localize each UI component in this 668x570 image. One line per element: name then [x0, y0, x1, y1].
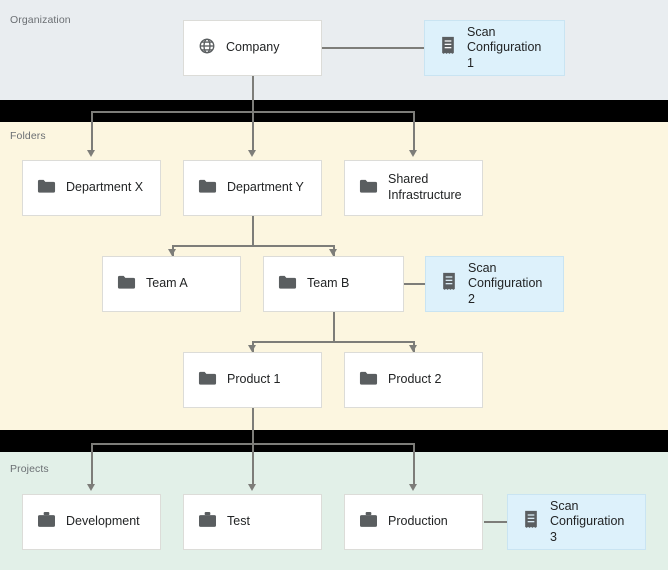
section-label-organization: Organization — [10, 14, 71, 26]
section-label-projects: Projects — [10, 463, 49, 475]
node-product-1-label: Product 1 — [227, 372, 281, 387]
node-product-1[interactable]: Product 1 — [183, 352, 322, 408]
node-scan-config-2-label: Scan Configuration 2 — [468, 260, 543, 306]
arrowhead-shared-infrastructure — [409, 150, 417, 157]
section-separator-2 — [0, 430, 668, 452]
folder-icon — [37, 178, 56, 199]
edge-team-b-bus — [252, 341, 414, 343]
node-team-a-label: Team A — [146, 276, 188, 291]
folder-icon — [198, 178, 217, 199]
node-scan-config-1[interactable]: Scan Configuration 1 — [424, 20, 565, 76]
node-test-label: Test — [227, 514, 250, 529]
node-department-x[interactable]: Department X — [22, 160, 161, 216]
scan-config-icon — [440, 272, 458, 297]
arrowhead-department-x — [87, 150, 95, 157]
node-department-y-label: Department Y — [227, 180, 304, 195]
briefcase-icon — [37, 511, 56, 533]
scan-config-icon — [439, 36, 457, 61]
edge-company-to-department-y — [252, 111, 254, 151]
arrowhead-department-y — [248, 150, 256, 157]
edge-company-to-shared-infrastructure — [413, 111, 415, 151]
node-team-b[interactable]: Team B — [263, 256, 404, 312]
node-company-label: Company — [226, 40, 280, 55]
node-production-label: Production — [388, 514, 448, 529]
edge-department-y-stem — [252, 216, 254, 246]
node-product-2-label: Product 2 — [388, 372, 442, 387]
arrowhead-production — [409, 484, 417, 491]
node-test[interactable]: Test — [183, 494, 322, 550]
folder-icon — [198, 370, 217, 391]
edge-product-1-to-production — [413, 443, 415, 485]
node-company[interactable]: Company — [183, 20, 322, 76]
edge-product-1-to-development — [91, 443, 93, 485]
arrowhead-product-2 — [409, 345, 417, 352]
node-department-y[interactable]: Department Y — [183, 160, 322, 216]
node-team-b-label: Team B — [307, 276, 350, 291]
edge-team-b-to-scan-config-2 — [404, 283, 425, 285]
node-development-label: Development — [66, 514, 140, 529]
node-production[interactable]: Production — [344, 494, 483, 550]
edge-company-stem — [252, 76, 254, 112]
section-label-folders: Folders — [10, 130, 46, 142]
node-scan-config-2[interactable]: Scan Configuration 2 — [425, 256, 564, 312]
edge-company-to-scan-config-1 — [322, 47, 424, 49]
arrowhead-development — [87, 484, 95, 491]
node-department-x-label: Department X — [66, 180, 144, 195]
briefcase-icon — [198, 511, 217, 533]
node-shared-infrastructure-label: Shared Infrastructure — [388, 172, 462, 202]
edge-product-1-stem — [252, 408, 254, 444]
node-scan-config-3-label: Scan Configuration 3 — [550, 498, 625, 544]
node-shared-infrastructure[interactable]: Shared Infrastructure — [344, 160, 483, 216]
arrowhead-test — [248, 484, 256, 491]
arrowhead-product-1 — [248, 345, 256, 352]
folder-icon — [359, 370, 378, 391]
folder-icon — [117, 274, 136, 295]
edge-product-1-to-test — [252, 443, 254, 485]
scan-config-icon — [522, 510, 540, 535]
folder-icon — [278, 274, 297, 295]
node-scan-config-1-label: Scan Configuration 1 — [467, 24, 542, 70]
briefcase-icon — [359, 511, 378, 533]
node-development[interactable]: Development — [22, 494, 161, 550]
globe-icon — [198, 37, 216, 60]
edge-team-b-stem — [333, 312, 335, 342]
arrowhead-team-a — [168, 249, 176, 256]
node-scan-config-3[interactable]: Scan Configuration 3 — [507, 494, 646, 550]
node-product-2[interactable]: Product 2 — [344, 352, 483, 408]
arrowhead-team-b — [329, 249, 337, 256]
folder-icon — [359, 178, 378, 199]
edge-production-to-scan-config-3 — [484, 521, 507, 523]
edge-department-y-bus — [172, 245, 334, 247]
node-team-a[interactable]: Team A — [102, 256, 241, 312]
edge-company-to-department-x — [91, 111, 93, 151]
